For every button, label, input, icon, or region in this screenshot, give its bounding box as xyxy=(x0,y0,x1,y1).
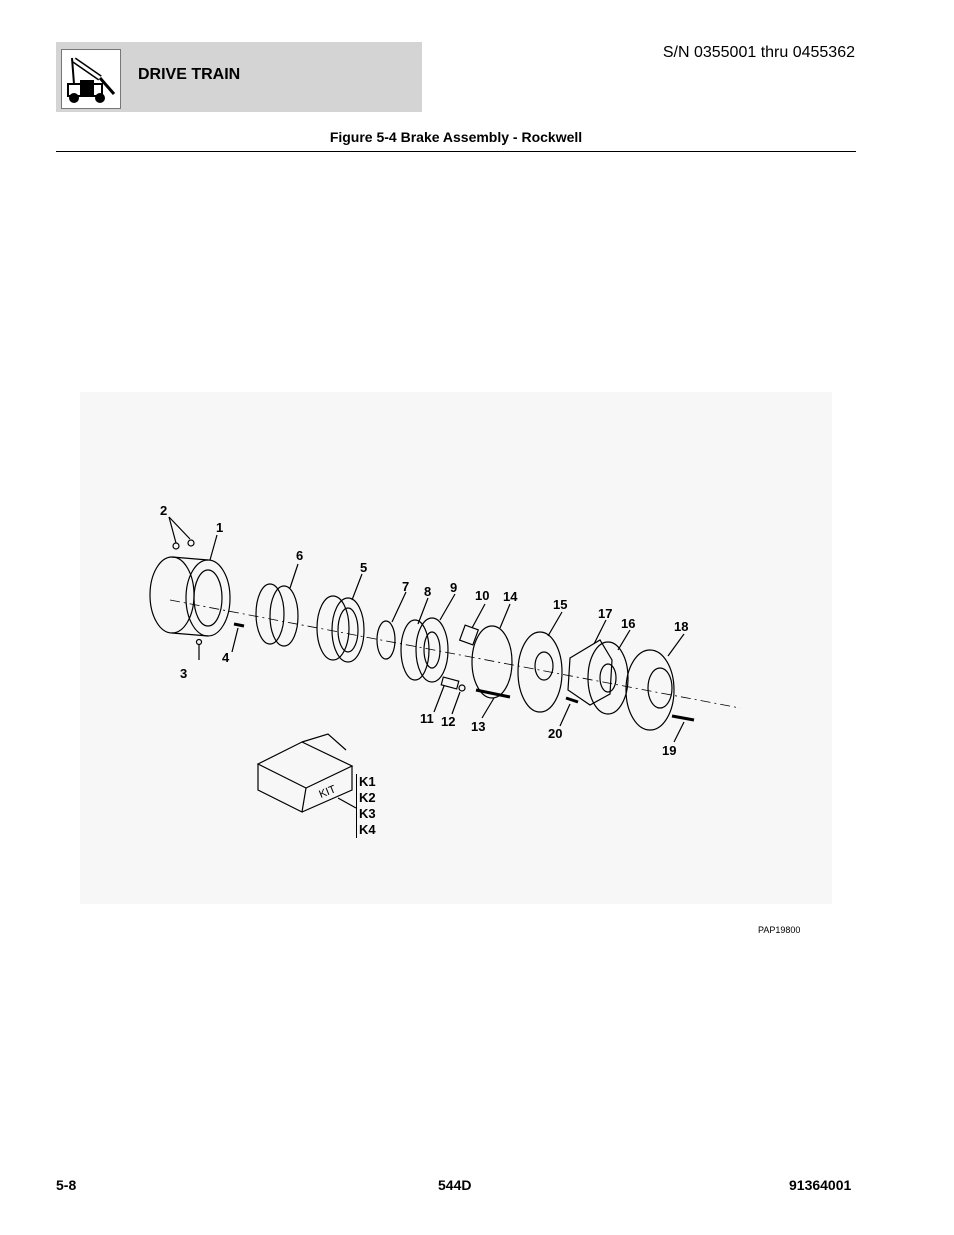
kit-code-list: K1 K2 K3 K4 xyxy=(356,774,376,838)
figure-title: Figure 5-4 Brake Assembly - Rockwell xyxy=(329,129,583,145)
kit-code: K4 xyxy=(359,822,376,837)
callout-20: 20 xyxy=(548,726,563,741)
callout-12: 12 xyxy=(441,714,456,729)
callout-18: 18 xyxy=(674,619,689,634)
callout-13: 13 xyxy=(471,719,486,734)
section-header: DRIVE TRAIN xyxy=(56,42,422,112)
callout-9: 9 xyxy=(450,580,458,595)
callout-17: 17 xyxy=(598,606,613,621)
kit-box-label: KIT xyxy=(317,783,338,801)
callout-14: 14 xyxy=(503,589,518,604)
callout-16: 16 xyxy=(621,616,636,631)
header-divider xyxy=(56,151,856,152)
callout-15: 15 xyxy=(553,597,568,612)
callout-7: 7 xyxy=(402,579,410,594)
kit-code: K1 xyxy=(359,774,376,789)
callout-10: 10 xyxy=(475,588,490,603)
brake-assembly-diagram xyxy=(80,392,832,904)
callout-3: 3 xyxy=(180,666,188,681)
page-number: 5-8 xyxy=(56,1177,77,1193)
kit-code: K3 xyxy=(359,806,376,821)
model-name: 544D xyxy=(438,1177,472,1193)
callout-2: 2 xyxy=(160,503,168,518)
document-number: 91364001 xyxy=(789,1177,852,1193)
callout-5: 5 xyxy=(360,560,368,575)
drawing-id: PAP19800 xyxy=(758,925,801,935)
section-title: DRIVE TRAIN xyxy=(138,66,241,83)
callout-8: 8 xyxy=(424,584,432,599)
serial-range: S/N 0355001 thru 0455362 xyxy=(662,44,855,61)
callout-19: 19 xyxy=(662,743,677,758)
kit-code: K2 xyxy=(359,790,376,805)
callout-4: 4 xyxy=(222,650,230,665)
telehandler-icon xyxy=(61,49,121,109)
callout-6: 6 xyxy=(296,548,304,563)
callout-11: 11 xyxy=(420,711,434,726)
callout-1: 1 xyxy=(216,520,224,535)
